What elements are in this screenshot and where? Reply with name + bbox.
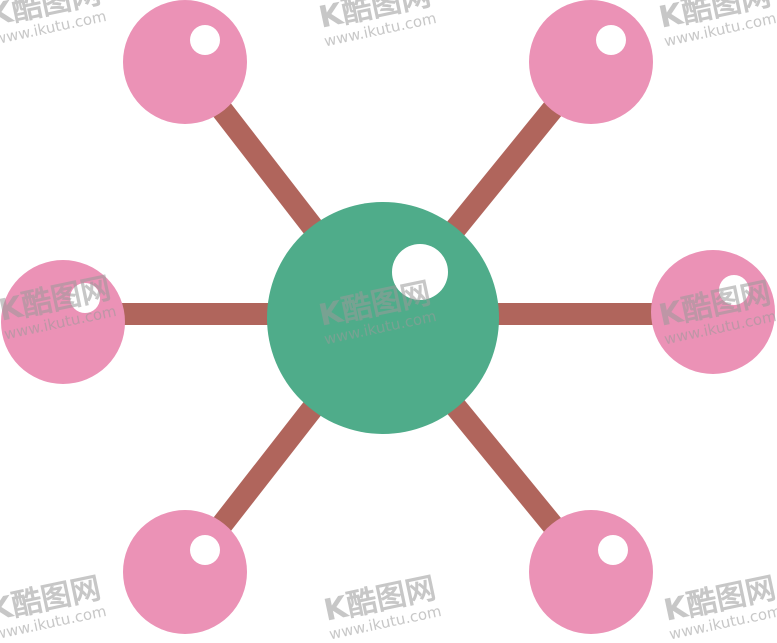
center-atom-highlight xyxy=(392,244,448,300)
atom-lower-left-highlight xyxy=(190,535,220,565)
atom-lower-right xyxy=(529,510,653,634)
atom-right-sphere xyxy=(651,250,775,374)
atom-left-sphere xyxy=(1,260,125,384)
atom-lower-left-sphere xyxy=(123,510,247,634)
atom-left-highlight xyxy=(70,283,100,313)
atom-upper-right-sphere xyxy=(529,0,653,124)
atom-upper-left-sphere xyxy=(123,0,247,124)
atom-lower-left xyxy=(123,510,247,634)
center-atom-sphere xyxy=(267,202,499,434)
atom-right-highlight xyxy=(719,275,749,305)
atom-upper-left-highlight xyxy=(190,25,220,55)
atom-left xyxy=(1,260,125,384)
atom-upper-left xyxy=(123,0,247,124)
atom-upper-right-highlight xyxy=(596,25,626,55)
atom-upper-right xyxy=(529,0,653,124)
atom-lower-right-highlight xyxy=(598,535,628,565)
atom-lower-right-sphere xyxy=(529,510,653,634)
center-atom xyxy=(267,202,499,434)
atom-right xyxy=(651,250,775,374)
